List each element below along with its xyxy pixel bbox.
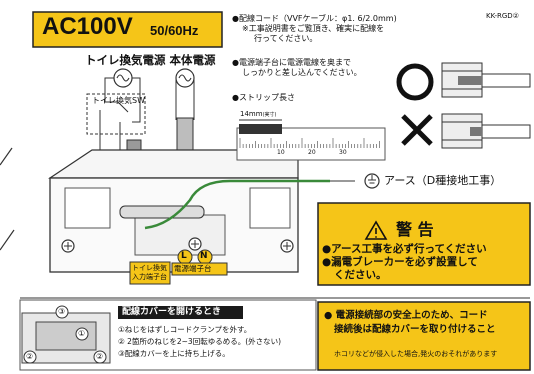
callout-3: ③ bbox=[58, 307, 66, 316]
incorrect-insertion-diagram bbox=[441, 113, 531, 149]
warning-title: 警 告 bbox=[396, 220, 434, 239]
power-heading: トイレ換気電源 本体電源 bbox=[85, 53, 216, 67]
cover-title: 配線カバーを開けるとき bbox=[122, 307, 222, 317]
safety-box bbox=[317, 301, 531, 371]
power-terminal-label-box bbox=[171, 262, 228, 276]
terminal-n: N bbox=[200, 251, 208, 261]
correct-insertion-diagram bbox=[441, 62, 531, 98]
cover-title-bar bbox=[118, 306, 243, 319]
callout-badge bbox=[93, 350, 107, 364]
cable-clamp bbox=[119, 205, 205, 219]
ruler-tick-20: 20 bbox=[308, 149, 316, 156]
callout-2b: ② bbox=[96, 352, 104, 361]
callout-2a: ② bbox=[26, 352, 34, 361]
edge-mark bbox=[0, 229, 15, 251]
warning-icon bbox=[364, 220, 388, 240]
note-strip-length: ●ストリップ長さ bbox=[232, 93, 295, 102]
callout-1: ① bbox=[78, 329, 86, 338]
voltage-frequency: 50/60Hz bbox=[150, 23, 199, 38]
edge-mark bbox=[0, 147, 13, 166]
callout-badge bbox=[23, 350, 37, 364]
earth-label: アース（D種接地工事） bbox=[384, 174, 502, 187]
voltage-label-box bbox=[32, 11, 223, 48]
terminal-l: L bbox=[181, 251, 187, 261]
toilet-terminal-label-box bbox=[129, 261, 171, 285]
safety-note: ホコリなどが侵入した場合,発火のおそれがあります bbox=[334, 350, 498, 358]
warning-items: ●アース工事を必ず行ってください ●漏電ブレーカーを必ず設置して ください。 bbox=[322, 243, 487, 281]
strip-length-bar bbox=[239, 124, 282, 134]
strip-length-label: 14mm(実寸) bbox=[240, 110, 277, 118]
toilet-terminal-label: トイレ換気入力端子台 bbox=[132, 264, 167, 281]
note-terminal-insert: ●電源端子台に電源電線を奥まで しっかりと差し込んでください。 bbox=[232, 58, 362, 77]
callout-badge bbox=[75, 327, 89, 341]
switch-label: トイレ換気SW bbox=[92, 96, 145, 105]
ok-mark-icon bbox=[396, 63, 434, 101]
ground-icon bbox=[364, 173, 380, 189]
ruler-tick-30: 30 bbox=[339, 149, 347, 156]
note-wiring-cord: ●配線コード（VVFケーブル：φ1. 6/2.0mm) ※工事説明書をご覧頂き、… bbox=[232, 14, 397, 43]
cover-steps: ①ねじをはずしコードクランプを外す。 ② 2箇所のねじを2~3回転ゆるめる。(外… bbox=[118, 325, 282, 358]
ruler-tick-10: 10 bbox=[277, 149, 285, 156]
switch-box bbox=[86, 93, 146, 135]
model-code: KK-RGD② bbox=[486, 12, 519, 20]
earth-wire bbox=[144, 179, 330, 230]
callout-badge bbox=[55, 305, 69, 319]
warning-box bbox=[317, 202, 531, 286]
voltage-main: AC100V bbox=[42, 13, 133, 40]
power-terminal-label: 電源端子台 bbox=[174, 264, 212, 273]
safety-text: ● 電源接続部の安全上のため、コード 接続後は配線カバーを取り付けること bbox=[324, 310, 496, 335]
